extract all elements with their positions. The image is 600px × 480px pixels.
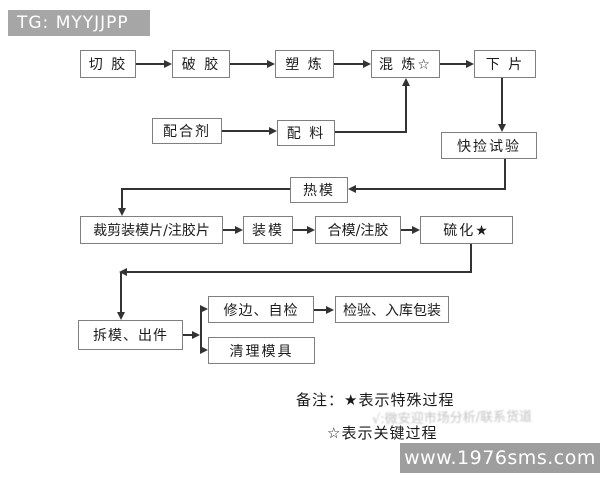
connector-arrowhead bbox=[164, 60, 172, 68]
connector-line bbox=[293, 229, 308, 231]
connector-arrowhead bbox=[119, 268, 127, 276]
connector-arrowhead bbox=[348, 185, 356, 193]
flow-node-inspect-pack: 检验、入库包装 bbox=[335, 296, 449, 323]
flow-node-clean-mold: 清理模具 bbox=[208, 337, 315, 364]
watermark-text: √:微安迎市场分析/联系货道 bbox=[371, 409, 533, 428]
connector-line bbox=[183, 334, 194, 336]
connector-line bbox=[401, 229, 413, 231]
connector-arrowhead bbox=[117, 312, 125, 320]
connector-line bbox=[127, 271, 472, 273]
connector-line bbox=[335, 131, 407, 133]
flow-node-plasticate: 塑 炼 bbox=[275, 50, 334, 78]
connector-arrowhead bbox=[269, 127, 277, 135]
flow-node-close-mold-inject: 合模/注胶 bbox=[315, 216, 401, 244]
connector-arrowhead bbox=[200, 305, 208, 313]
connector-arrowhead bbox=[498, 124, 506, 132]
connector-arrowhead bbox=[363, 60, 371, 68]
site-url-banner: www.1976sms.com bbox=[400, 443, 600, 473]
connector-line bbox=[120, 272, 122, 313]
connector-line bbox=[470, 244, 472, 273]
flow-node-sheet-out: 下 片 bbox=[474, 50, 536, 78]
connector-line bbox=[440, 63, 467, 65]
connector-line bbox=[121, 188, 290, 190]
flow-node-cut-mold-sheets: 裁剪装模片/注胶片 bbox=[80, 216, 223, 244]
connector-arrowhead bbox=[118, 208, 126, 216]
connector-line bbox=[136, 63, 165, 65]
flow-node-trim-self-inspect: 修边、自检 bbox=[208, 296, 314, 323]
connector-arrowhead bbox=[466, 60, 474, 68]
connector-arrowhead bbox=[192, 331, 200, 339]
connector-line bbox=[334, 63, 364, 65]
flow-node-batching: 配 料 bbox=[277, 120, 335, 146]
connector-line bbox=[405, 86, 407, 133]
connector-arrowhead bbox=[307, 226, 315, 234]
flow-node-vulcanize: 硫化★ bbox=[420, 216, 513, 244]
connector-line bbox=[200, 308, 202, 352]
flow-node-load-mold: 装模 bbox=[243, 216, 293, 244]
flow-node-break-rubber: 破 胶 bbox=[172, 50, 230, 78]
connector-arrowhead bbox=[412, 226, 420, 234]
connector-line bbox=[223, 229, 236, 231]
connector-line bbox=[222, 130, 270, 132]
connector-arrowhead bbox=[326, 306, 334, 314]
connector-arrowhead bbox=[402, 78, 410, 86]
flow-node-compound-agents: 配合剂 bbox=[152, 118, 222, 144]
connector-line bbox=[121, 188, 123, 209]
flow-node-quick-test: 快捡试验 bbox=[441, 132, 537, 159]
page-tag-badge: TG: MYYJJPP bbox=[8, 10, 150, 36]
flow-node-heat-mold: 热模 bbox=[290, 177, 348, 203]
connector-line bbox=[230, 63, 268, 65]
connector-arrowhead bbox=[200, 346, 208, 354]
connector-arrowhead bbox=[267, 60, 275, 68]
connector-line bbox=[314, 309, 327, 311]
flow-node-demold-unload: 拆模、出件 bbox=[78, 320, 183, 350]
connector-line bbox=[356, 188, 506, 190]
flow-node-cut-rubber: 切 胶 bbox=[80, 50, 136, 78]
legend-key-process: ☆表示关键过程 bbox=[327, 424, 438, 442]
connector-arrowhead bbox=[235, 226, 243, 234]
flow-node-mix-milling: 混 炼☆ bbox=[371, 50, 440, 78]
connector-line bbox=[504, 159, 506, 190]
connector-line bbox=[501, 78, 503, 125]
legend-special-process: 备注：★表示特殊过程 bbox=[296, 391, 455, 409]
